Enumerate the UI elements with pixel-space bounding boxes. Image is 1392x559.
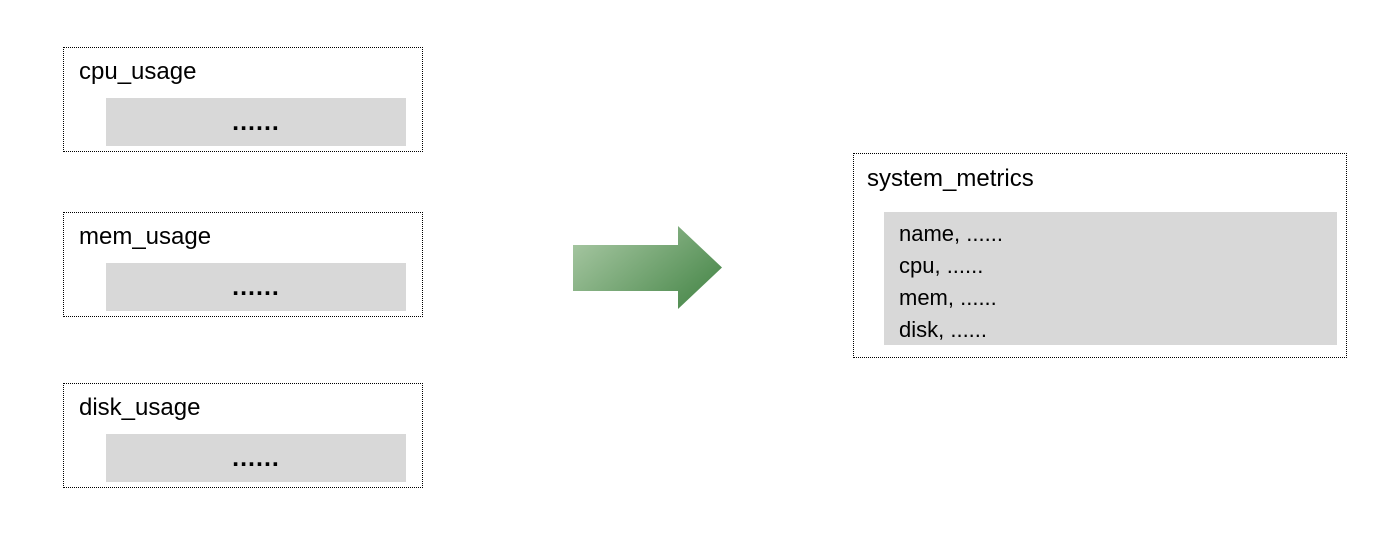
data-placeholder-bar: ......: [106, 434, 406, 482]
field-row: cpu, ......: [899, 253, 984, 278]
source-box-mem-usage: mem_usage ......: [63, 212, 423, 317]
box-title: cpu_usage: [79, 58, 197, 85]
data-placeholder-bar: ......: [106, 263, 406, 311]
merge-arrow-icon: [573, 226, 722, 309]
box-title: disk_usage: [79, 394, 201, 421]
source-box-disk-usage: disk_usage ......: [63, 383, 423, 488]
field-row: disk, ......: [899, 317, 988, 342]
field-row: name, ......: [899, 221, 1003, 246]
ellipsis-text: ......: [232, 272, 280, 301]
source-box-cpu-usage: cpu_usage ......: [63, 47, 423, 152]
box-title: mem_usage: [79, 223, 212, 250]
fields-panel: name, ...... cpu, ...... mem, ...... dis…: [884, 212, 1337, 345]
ellipsis-text: ......: [232, 107, 280, 136]
target-box-system-metrics: system_metrics name, ...... cpu, ...... …: [853, 153, 1347, 358]
data-placeholder-bar: ......: [106, 98, 406, 146]
box-title: system_metrics: [867, 165, 1034, 192]
ellipsis-text: ......: [232, 443, 280, 472]
field-row: mem, ......: [899, 285, 997, 310]
